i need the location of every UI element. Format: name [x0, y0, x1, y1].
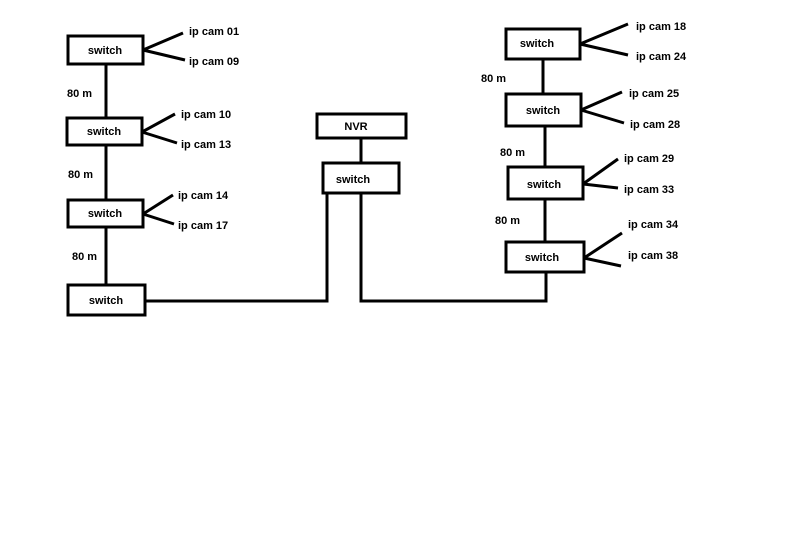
camera-label: ip cam 29 [624, 153, 674, 165]
cam-link-10 [141, 112, 176, 134]
camera-label: ip cam 09 [189, 56, 239, 68]
nvr-label: NVR [344, 121, 367, 133]
distance-label: 80 m [72, 251, 97, 263]
switch-label: switch [526, 105, 561, 117]
switch-label: switch [88, 45, 123, 57]
left-switch-3: switch [66, 198, 145, 229]
cam-link-38 [583, 256, 622, 268]
distance-label: 80 m [481, 73, 506, 85]
left-switch-4: switch [66, 283, 147, 317]
distance-label: 80 m [495, 215, 520, 227]
left-switch-2: switch [65, 116, 144, 147]
left-switch-1: switch [66, 34, 145, 66]
switch-label: switch [525, 252, 560, 264]
cam-link-28 [580, 108, 625, 125]
right-switch-4: switch [504, 240, 586, 274]
camera-label: ip cam 18 [636, 21, 686, 33]
camera-label: ip cam 10 [181, 109, 231, 121]
nvr-box: NVR [315, 112, 408, 140]
switch-label: switch [88, 208, 123, 220]
cam-link-13 [141, 130, 178, 145]
cam-link-17 [142, 212, 175, 226]
core-to-left-link [145, 193, 329, 303]
cam-link-18 [579, 22, 629, 46]
cam-link-14 [142, 193, 174, 216]
cam-link-33 [582, 182, 619, 190]
camera-label: ip cam 33 [624, 184, 674, 196]
cam-link-09 [142, 48, 186, 62]
cam-link-24 [579, 42, 629, 57]
distance-label: 80 m [500, 147, 525, 159]
right-switch-1: switch [504, 27, 582, 61]
cam-link-25 [580, 90, 623, 112]
distance-label: 80 m [68, 169, 93, 181]
switch-label: switch [89, 295, 124, 307]
camera-links [141, 22, 629, 268]
cam-link-34 [583, 231, 623, 260]
camera-label: ip cam 25 [629, 88, 679, 100]
camera-label: ip cam 17 [178, 220, 228, 232]
core-switch: switch [321, 161, 401, 195]
camera-label: ip cam 34 [628, 219, 679, 231]
connections [104, 59, 548, 303]
camera-label: ip cam 38 [628, 250, 678, 262]
camera-label: ip cam 01 [189, 26, 239, 38]
right-switch-3: switch [506, 165, 585, 201]
distance-label: 80 m [67, 88, 92, 100]
camera-label: ip cam 24 [636, 51, 687, 63]
cam-link-29 [582, 157, 619, 186]
camera-label: ip cam 28 [630, 119, 680, 131]
camera-label: ip cam 14 [178, 190, 229, 202]
right-switch-2: switch [504, 92, 583, 128]
switch-label: switch [336, 174, 371, 186]
switch-label: switch [527, 179, 562, 191]
switch-label: switch [87, 126, 122, 138]
camera-label: ip cam 13 [181, 139, 231, 151]
core-to-right-link [359, 193, 548, 303]
switch-label: switch [520, 38, 555, 50]
cam-link-01 [142, 31, 184, 52]
